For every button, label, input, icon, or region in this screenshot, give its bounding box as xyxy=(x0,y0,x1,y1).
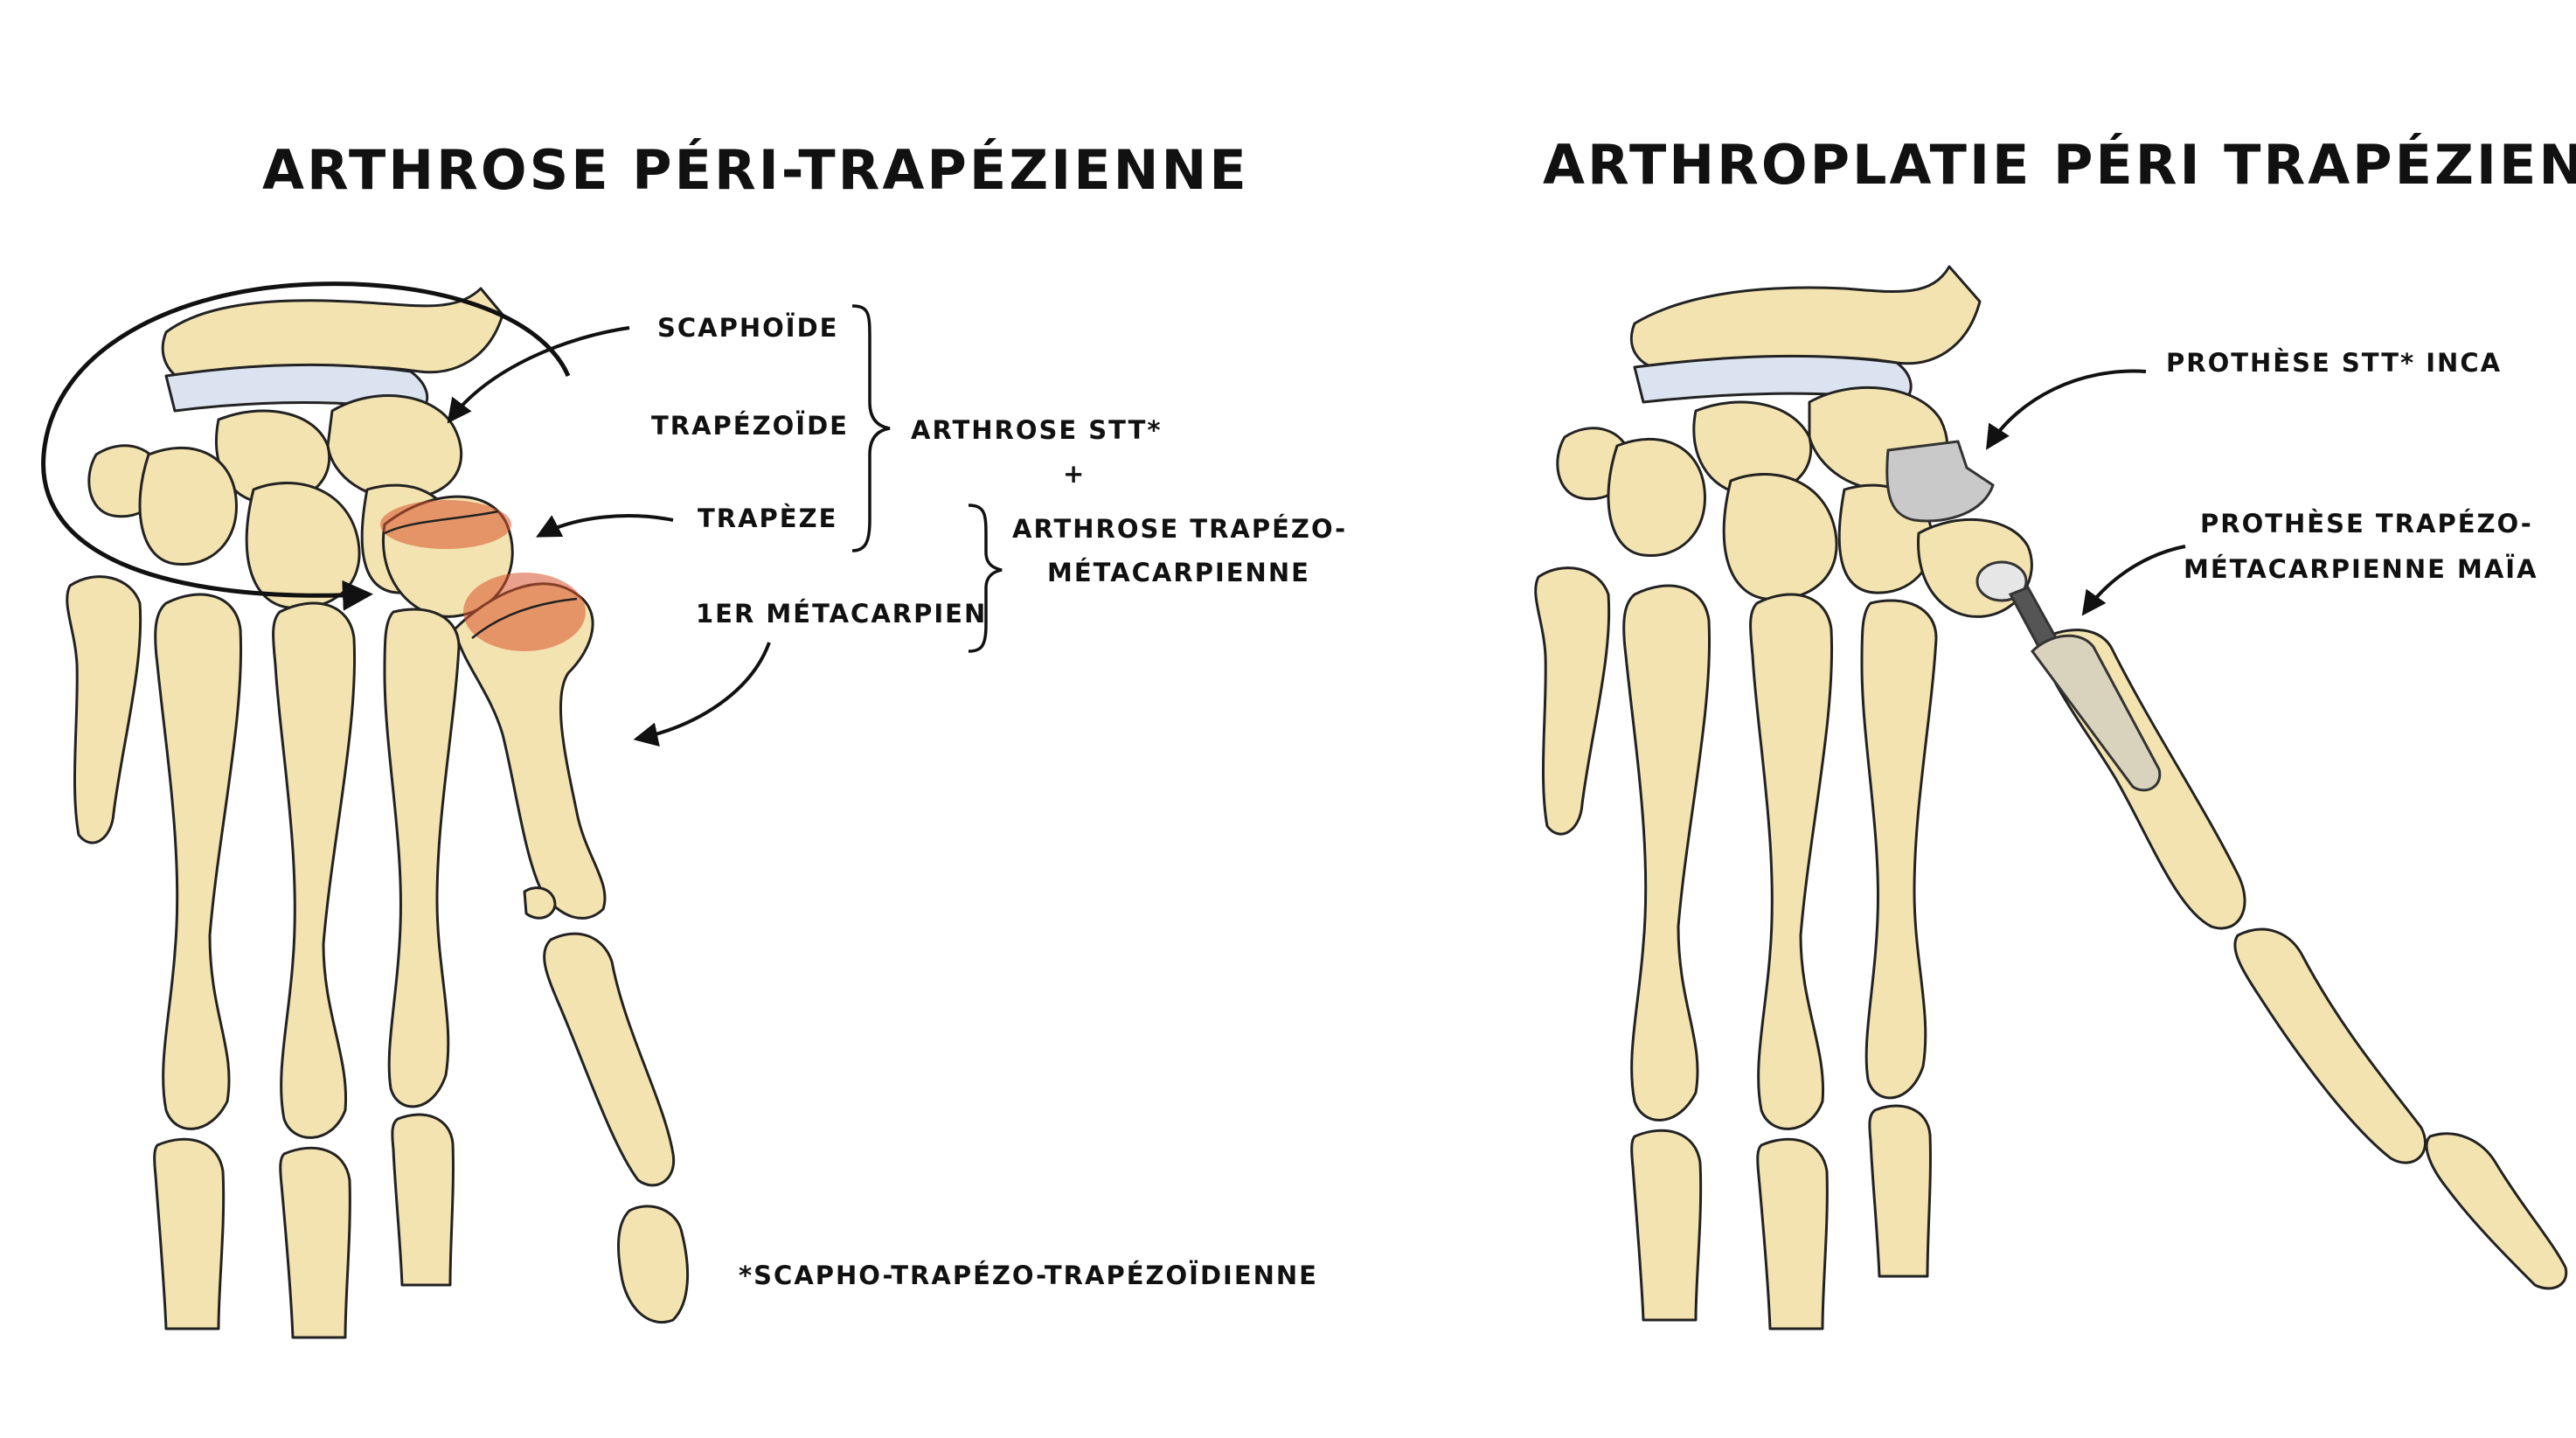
label-trapezoide: TRAPÉZOÏDE xyxy=(651,411,849,441)
label-arthrose-tm-2: MÉTACARPIENNE xyxy=(1047,558,1310,587)
phalanx-3 xyxy=(279,1146,351,1339)
thumb-distal-phalanx-right xyxy=(2425,1132,2568,1290)
label-plus: + xyxy=(1063,459,1087,489)
phalanx-3-right xyxy=(1756,1137,1829,1330)
arrow-trapeze xyxy=(536,514,674,538)
phalanx-4 xyxy=(153,1137,226,1330)
label-metacarpien: 1ER MÉTACARPIEN xyxy=(696,599,988,629)
phalanx-2 xyxy=(391,1113,455,1287)
left-title: ARTHROSE PÉRI-TRAPÉZIENNE xyxy=(262,138,1249,202)
lunate-bone-right xyxy=(1692,400,1813,497)
arrow-metacarpien xyxy=(633,642,771,747)
thumb-proximal-phalanx xyxy=(543,932,676,1187)
label-footnote: *SCAPHO-TRAPÉZO-TRAPÉZOÏDIENNE xyxy=(739,1261,1318,1290)
sesamoid-bone xyxy=(523,886,557,920)
label-scaphoide: SCAPHOÏDE xyxy=(657,313,839,343)
metacarpal-4 xyxy=(154,593,243,1130)
right-title: ARTHROPLATIE PÉRI TRAPÉZIENNE xyxy=(1543,133,2576,197)
scaphoid-bone xyxy=(326,394,463,501)
implants xyxy=(1885,440,2162,792)
arrow-inca xyxy=(1985,369,2147,450)
label-maia-1: PROTHÈSE TRAPÉZO- xyxy=(2200,509,2533,538)
left-hand xyxy=(66,287,689,1339)
label-maia-2: MÉTACARPIENNE MAÏA xyxy=(2184,554,2538,584)
metacarpal-5-right xyxy=(1534,566,1611,836)
brace-stt xyxy=(851,304,891,552)
loop-arrow xyxy=(41,281,571,611)
label-trapeze: TRAPÈZE xyxy=(698,504,838,533)
arrow-scaphoide xyxy=(447,326,630,424)
metacarpal-5 xyxy=(66,575,142,844)
braces xyxy=(851,304,1003,653)
phalanx-2-right xyxy=(1868,1104,1932,1278)
hamate-bone xyxy=(138,446,238,566)
arthritis-zones xyxy=(380,500,586,651)
thumb-proximal-phalanx-right xyxy=(2233,927,2427,1164)
metacarpal-3-right xyxy=(1749,593,1834,1130)
right-pointer-arrows xyxy=(1985,369,2186,616)
thumb-distal-phalanx xyxy=(616,1205,689,1324)
capitate-bone xyxy=(245,482,361,610)
left-pointer-arrows xyxy=(447,326,771,747)
label-arthrose-tm-1: ARTHROSE TRAPÉZO- xyxy=(1012,514,1348,544)
metacarpal-2-right xyxy=(1860,599,1938,1100)
capitate-bone-right xyxy=(1722,473,1838,601)
maia-stem xyxy=(2031,634,2162,792)
label-inca: PROTHÈSE STT* INCA xyxy=(2166,348,2503,378)
metacarpal-2 xyxy=(383,608,461,1108)
right-hand xyxy=(1534,265,2568,1330)
brace-tm xyxy=(968,504,1003,653)
label-arthrose-stt: ARTHROSE STT* xyxy=(911,415,1163,445)
hamate-bone-right xyxy=(1607,437,1706,558)
inca-implant xyxy=(1885,440,1995,523)
metacarpal-4-right xyxy=(1622,584,1712,1122)
metacarpal-3 xyxy=(272,601,357,1139)
joint-lines xyxy=(384,510,578,639)
arrow-maia xyxy=(2081,545,2186,616)
maia-cup xyxy=(1975,560,2028,602)
arthritis-stt-zone xyxy=(380,500,511,549)
arthritis-tm-zone xyxy=(463,573,586,651)
phalanx-4-right xyxy=(1630,1129,1703,1322)
